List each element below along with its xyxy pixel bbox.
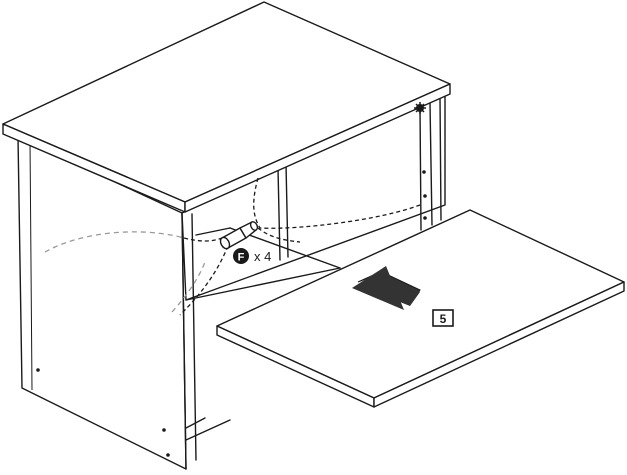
part-quantity: x 4 (254, 249, 271, 264)
step-number-box: 5 (433, 310, 453, 326)
step-number: 5 (440, 312, 447, 326)
part-letter: F (238, 252, 245, 264)
